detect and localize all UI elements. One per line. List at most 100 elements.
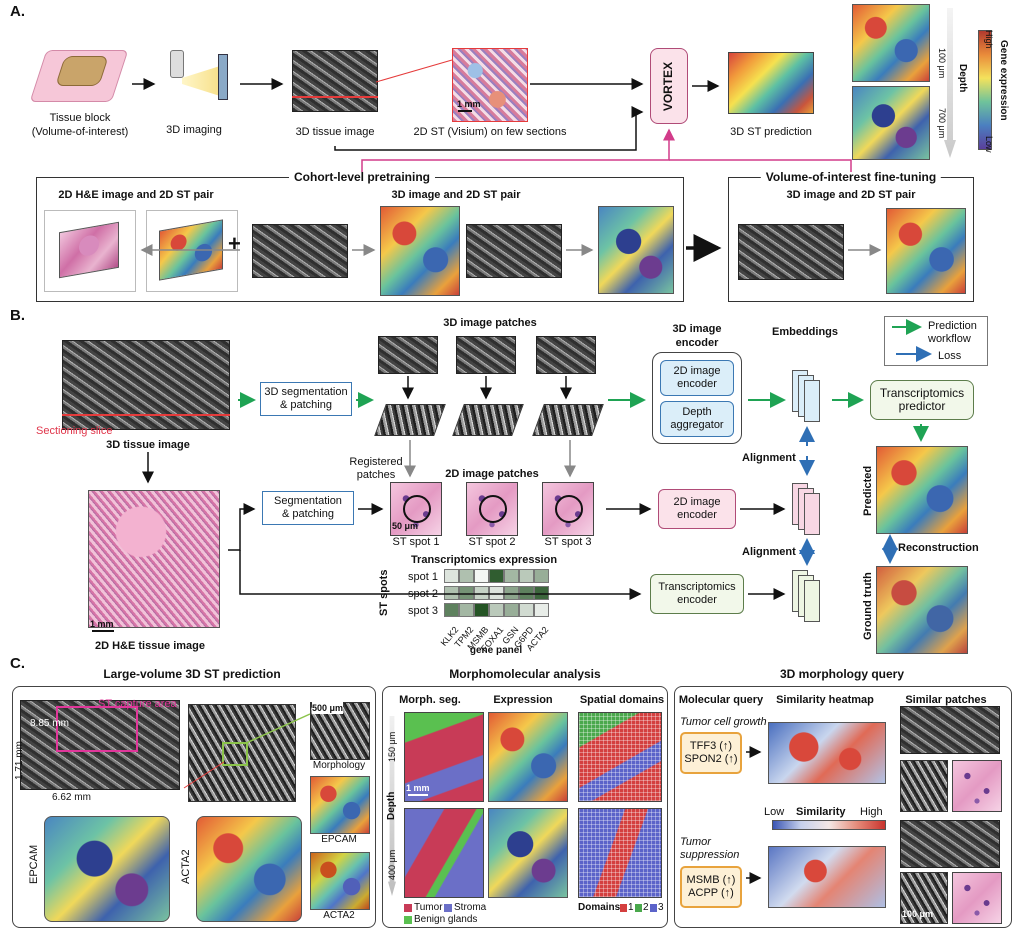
st-prediction-volume [728, 52, 814, 114]
he-scale-label: 1 mm [90, 619, 114, 629]
panel-c-letter: C. [10, 655, 25, 672]
st-2d-label: 2D ST (Visium) on few sections [413, 126, 567, 138]
pretrain-volume-2 [466, 224, 562, 278]
heatmap-cell [444, 569, 459, 583]
depth-700-label: 700 μm [937, 108, 947, 139]
similar-patch-he-2 [952, 872, 1002, 924]
morphomolecular-box [382, 686, 668, 928]
patch-stack-2 [452, 404, 524, 436]
image3d-st-pair-label: 3D image and 2D ST pair [391, 189, 521, 201]
morph-depth-arrow [388, 716, 396, 896]
prediction-slice-top [852, 4, 930, 82]
patches-3d-title: 3D image patches [443, 317, 537, 329]
heatmap-cell [519, 586, 534, 600]
acta2-patch [310, 852, 370, 910]
tissue-image-3d-b-label: 3D tissue image [106, 439, 190, 451]
colorbar-low-label: Low [984, 136, 994, 153]
st-capture-area-label: ST capture area [98, 698, 177, 710]
acta2-map-label: ACTA2 [180, 849, 192, 884]
depth-aggregator-box: Depth aggregator [660, 401, 734, 437]
morph-scale-label: 1 mm [406, 783, 430, 793]
depth-100-label: 100 μm [937, 48, 947, 79]
depth-arrow [944, 8, 956, 158]
expression-header: Expression [493, 694, 553, 706]
depth-axis-label: Depth [957, 64, 968, 93]
zoom-region-box [222, 742, 248, 766]
morphology-query-title: 3D morphology query [779, 667, 905, 681]
acta2-map [196, 816, 302, 922]
similar-patch-gray-2 [900, 872, 948, 924]
embedding-stack-st [792, 570, 822, 622]
morphomolecular-title: Morphomolecular analysis [449, 667, 601, 681]
similar-patch-gray-1 [900, 760, 948, 812]
heatmap-cell [504, 603, 519, 617]
large-volume [20, 700, 180, 790]
gene-expression-colorbar [978, 30, 992, 150]
encoder-3d-title: 3D image encoder [672, 323, 722, 349]
domain-2-swatch [635, 904, 642, 912]
voi-finetuning-title: Volume-of-interest fine-tuning [760, 171, 942, 183]
patch-stack-1 [374, 404, 446, 436]
voi-st-map [886, 208, 966, 294]
heatmap-cell [459, 603, 474, 617]
legend-prediction-label: Prediction workflow [928, 320, 977, 345]
similarity-colorbar [772, 820, 886, 830]
heatmap-cell [459, 569, 474, 583]
encoder-2d-inner: 2D image encoder [660, 360, 734, 396]
panel-a-letter: A. [10, 3, 25, 20]
dim-662-label: 6.62 mm [52, 792, 91, 803]
sectioning-slice-line [62, 414, 230, 416]
scale-50um-label: 50 μm [392, 521, 419, 531]
cohort-pretraining-title: Cohort-level pretraining [288, 171, 436, 183]
st-spot-1-label: ST spot 1 [392, 536, 440, 548]
spot-row-1: spot 1 [408, 571, 438, 583]
similarity-volume-1 [768, 722, 886, 784]
he-tissue-image [88, 490, 220, 628]
patch-stack-3 [532, 404, 604, 436]
epcam-patch-label: EPCAM [321, 834, 357, 845]
domain-3-swatch [650, 904, 657, 912]
ground-truth-map [876, 566, 968, 654]
epcam-map [44, 816, 170, 922]
heatmap-cell [504, 569, 519, 583]
legend-tumor-label: Tumor [414, 902, 443, 913]
spatial-domains-header: Spatial domains [579, 694, 665, 706]
legend-benign-swatch [404, 916, 412, 924]
st-visium-section [452, 48, 528, 122]
dim-885-label: 8.85 mm [30, 718, 69, 729]
domains-legend-label: Domains [578, 902, 621, 913]
he-pair-frame [44, 210, 136, 292]
pretrain-st-map-2 [598, 206, 674, 294]
imaging-3d-label: 3D imaging [166, 124, 222, 136]
pretrain-volume-1 [252, 224, 348, 278]
heatmap-cell [474, 586, 489, 600]
seg-patching-3d-box: 3D segmentation & patching [260, 382, 352, 416]
expression-top [488, 712, 568, 802]
morphology-label: Morphology [312, 760, 366, 771]
spot-row-3: spot 3 [408, 605, 438, 617]
heatmap-cell [519, 569, 534, 583]
st-prediction-3d-label: 3D ST prediction [730, 126, 812, 138]
heatmap-cell [534, 569, 549, 583]
predicted-label: Predicted [862, 465, 874, 516]
acta2-patch-label: ACTA2 [323, 910, 355, 921]
depth-150-label: 150 μm [387, 731, 397, 762]
arrow-he-to-seg [228, 503, 256, 551]
query-box-2: MSMB (↑) ACPP (↑) [680, 866, 742, 908]
large-volume-title: Large-volume 3D ST prediction [103, 667, 281, 681]
similar-volume-1 [900, 706, 1000, 754]
embedding-stack-3d [792, 370, 822, 422]
morph-seg-bottom [404, 808, 484, 898]
domain-3-label: 3 [658, 902, 664, 913]
patch-3d-2 [456, 336, 516, 374]
pretrain-st-map-1 [380, 206, 460, 296]
heatmap-cell [444, 603, 459, 617]
imaging-setup-icon [162, 50, 232, 100]
sim-high-label: High [860, 806, 883, 818]
visium-scale-label: 1 mm [457, 99, 481, 109]
morphology-query-box [674, 686, 1012, 928]
st-spot-2-label: ST spot 2 [468, 536, 516, 548]
volume-of-interest-label: (Volume-of-interest) [31, 126, 129, 138]
embeddings-title: Embeddings [771, 326, 839, 338]
